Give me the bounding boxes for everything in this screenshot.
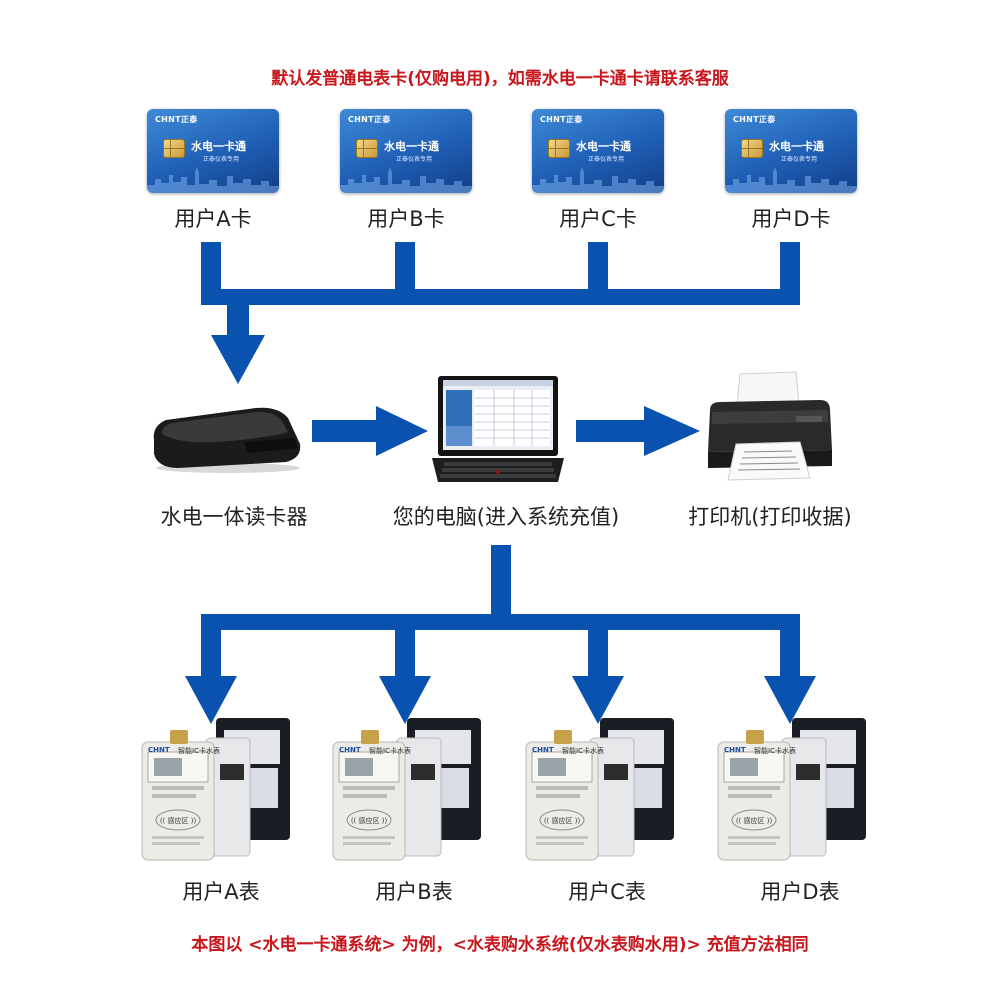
top-notice: 默认发普通电表卡(仅购电用)，如需水电一卡通卡请联系客服: [271, 69, 729, 89]
bottom-notice: 本图以 <水电一卡通系统> 为例，<水表购水系统(仅水表购水用)> 充值方法相同: [191, 935, 809, 955]
card-brand-logo: CHNT正泰: [155, 115, 198, 124]
reader-to-pc-stem: [312, 420, 378, 442]
card-d: CHNT正泰 水电一卡通 正泰仪表专用: [725, 109, 857, 193]
card-title: 水电一卡通: [384, 140, 439, 153]
meter-a-label: 用户A表: [182, 880, 260, 904]
water-meter-icon: [717, 718, 866, 861]
meter-d-arrow-head: [764, 676, 816, 724]
meter-b-label: 用户B表: [375, 880, 453, 904]
chip-icon: [741, 139, 763, 158]
meter-trunk-line: [491, 545, 511, 630]
meter-sense-area: (( 感应区 )): [543, 817, 581, 825]
pc-to-printer-head: [644, 406, 700, 456]
card-title: 水电一卡通: [191, 140, 246, 153]
card-subtitle: 正泰仪表专用: [588, 156, 625, 163]
water-meter-icon: [332, 718, 481, 861]
card-c: CHNT正泰 水电一卡通 正泰仪表专用: [532, 109, 664, 193]
reader-arrow-head: [211, 335, 265, 384]
chip-icon: [163, 139, 185, 158]
skyline-icon: [147, 167, 279, 193]
meter-b-stem: [395, 630, 415, 678]
skyline-icon: [340, 167, 472, 193]
meter-bus-line: [201, 614, 800, 630]
meter-d: CHNT 智能IC卡水表 (( 感应区 )): [716, 716, 876, 864]
meter-c-stem: [588, 630, 608, 678]
laptop-icon: [432, 376, 564, 482]
meter-brand-logo: CHNT: [148, 746, 170, 754]
card-b: CHNT正泰 水电一卡通 正泰仪表专用: [340, 109, 472, 193]
printer-label: 打印机(打印收据): [688, 505, 852, 529]
card-subtitle: 正泰仪表专用: [396, 156, 433, 163]
meter-brand-logo: CHNT: [724, 746, 746, 754]
printer-icon: [708, 371, 832, 481]
reader-label: 水电一体读卡器: [160, 505, 308, 529]
pc-to-printer-stem: [576, 420, 646, 442]
water-meter-icon: [525, 718, 674, 861]
meter-c-label: 用户C表: [568, 880, 646, 904]
meter-a-stem: [201, 630, 221, 678]
reader-arrow-stem: [227, 305, 249, 335]
meter-title: 智能IC卡水表: [369, 747, 411, 755]
card-d-label: 用户D卡: [751, 207, 831, 231]
meter-c: CHNT 智能IC卡水表 (( 感应区 )): [524, 716, 684, 864]
reader-to-pc-head: [376, 406, 428, 456]
card-subtitle: 正泰仪表专用: [781, 156, 818, 163]
meter-b-arrow-head: [379, 676, 431, 724]
card-subtitle: 正泰仪表专用: [203, 156, 240, 163]
meter-a: CHNT 智能IC卡水表 (( 感应区 )): [140, 716, 300, 864]
card-brand-logo: CHNT正泰: [733, 115, 776, 124]
card-b-label: 用户B卡: [367, 207, 445, 231]
chip-icon: [356, 139, 378, 158]
meter-d-label: 用户D表: [760, 880, 840, 904]
card-a-label: 用户A卡: [174, 207, 252, 231]
meter-c-arrow-head: [572, 676, 624, 724]
meter-brand-logo: CHNT: [532, 746, 554, 754]
meter-sense-area: (( 感应区 )): [350, 817, 388, 825]
meter-b: CHNT 智能IC卡水表 (( 感应区 )): [331, 716, 491, 864]
meter-sense-area: (( 感应区 )): [735, 817, 773, 825]
meter-title: 智能IC卡水表: [562, 747, 604, 755]
meter-d-stem: [780, 630, 800, 678]
meter-a-arrow-head: [185, 676, 237, 724]
card-brand-logo: CHNT正泰: [540, 115, 583, 124]
card-bus-line: [201, 289, 800, 305]
meter-title: 智能IC卡水表: [754, 747, 796, 755]
card-title: 水电一卡通: [769, 140, 824, 153]
water-meter-icon: [141, 718, 290, 861]
card-brand-logo: CHNT正泰: [348, 115, 391, 124]
card-reader-icon: [153, 407, 301, 473]
meter-brand-logo: CHNT: [339, 746, 361, 754]
card-c-label: 用户C卡: [559, 207, 637, 231]
meter-title: 智能IC卡水表: [178, 747, 220, 755]
computer-label: 您的电脑(进入系统充值): [392, 505, 620, 529]
card-a: CHNT正泰 水电一卡通 正泰仪表专用: [147, 109, 279, 193]
skyline-icon: [725, 167, 857, 193]
meter-sense-area: (( 感应区 )): [159, 817, 197, 825]
skyline-icon: [532, 167, 664, 193]
card-title: 水电一卡通: [576, 140, 631, 153]
chip-icon: [548, 139, 570, 158]
